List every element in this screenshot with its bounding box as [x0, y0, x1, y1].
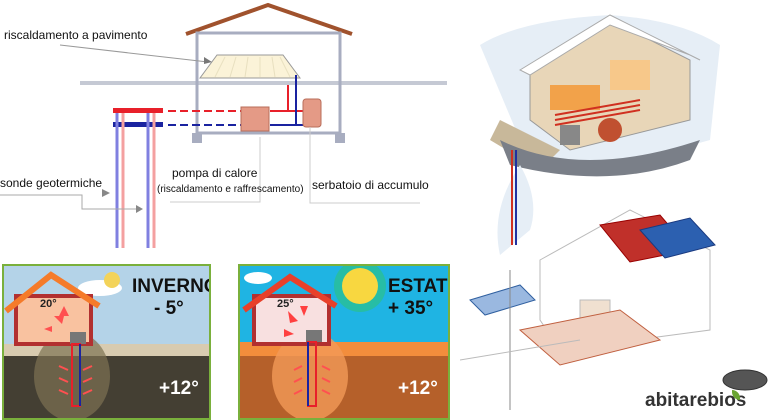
label-floor-heating: riscaldamento a pavimento: [4, 28, 148, 42]
winter-ground-temp: +12°: [159, 378, 199, 399]
logo-text-bios: bios: [707, 390, 747, 411]
heat-pump: [240, 106, 270, 132]
summer-ground-temp: +12°: [398, 378, 438, 399]
label-storage-tank: serbatoio di accumulo: [312, 178, 429, 192]
abitarebios-logo: abitarebios: [645, 390, 746, 412]
solar-house-illustration: [460, 209, 768, 410]
storage-tank: [302, 98, 322, 128]
geothermal-schematic: [0, 2, 447, 248]
summer-inside-temp: 25°: [277, 298, 294, 310]
cloud-icon: [244, 272, 272, 284]
label-heat-pump: pompa di calore: [172, 166, 258, 180]
label-probes: sonde geotermiche: [0, 176, 103, 190]
house-roof: [185, 2, 353, 36]
snow-house-cutaway: [480, 14, 720, 255]
house-walls: [195, 31, 342, 135]
label-heat-pump-note: (riscaldamento e raffrescamento): [157, 184, 304, 195]
summer-panel: 25° ESTATE + 35° +12°: [238, 264, 450, 420]
logo-text-abitare: abitare: [645, 390, 708, 411]
winter-panel: 20° INVERNO - 5° +12°: [2, 264, 211, 420]
winter-outside-temp: - 5°: [154, 298, 184, 319]
sun-icon: [342, 268, 378, 304]
summer-outside-temp: + 35°: [388, 298, 434, 319]
sun-icon: [104, 272, 120, 288]
geothermal-probes: [115, 113, 156, 248]
house-illustrations: [460, 14, 768, 410]
winter-inside-temp: 20°: [40, 298, 57, 310]
summer-title: ESTATE: [388, 276, 448, 297]
leaf-icon: [732, 390, 741, 400]
floor-heating: [199, 54, 301, 79]
winter-title: INVERNO: [132, 276, 211, 297]
